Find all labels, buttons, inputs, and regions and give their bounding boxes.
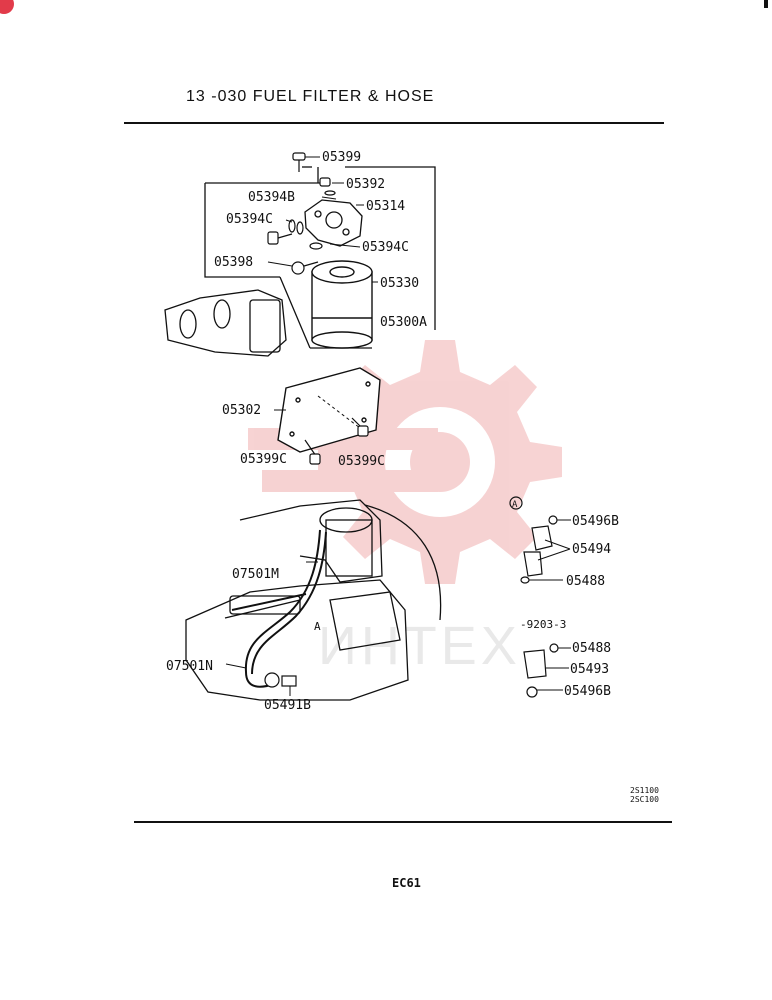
label-05493: 05493 — [570, 662, 609, 677]
label-07501m: 07501M — [232, 567, 279, 582]
label-05300a: 05300A — [380, 315, 427, 330]
plug-05392-icon — [319, 177, 336, 196]
filter-head-05314-icon — [304, 199, 363, 247]
label-05494: 05494 — [572, 542, 611, 557]
footer-page-code: EC61 — [392, 876, 421, 890]
label-05302: 05302 — [222, 403, 261, 418]
label-05330: 05330 — [380, 276, 419, 291]
label-05488-bottom: 05488 — [572, 641, 611, 656]
corner-badge-icon — [0, 0, 14, 14]
corner-mark — [764, 0, 768, 8]
page-title: 13 -030 FUEL FILTER & HOSE — [186, 88, 435, 105]
label-05394c-top: 05394C — [226, 212, 273, 227]
engine-manifold-icon — [164, 289, 287, 357]
washers-05394c-icon — [288, 219, 323, 250]
bracket-plate-05302-icon — [277, 367, 381, 453]
label-05394c-right: 05394C — [362, 240, 409, 255]
bolt-05399-icon — [292, 152, 306, 172]
header-rule — [124, 122, 664, 124]
label-detail-a-engine: A — [314, 620, 321, 633]
label-serial: -9203-3 — [520, 618, 566, 631]
label-07501n: 07501N — [166, 659, 213, 674]
bolt-05399c-right-icon — [351, 417, 369, 437]
label-05488-top: 05488 — [566, 574, 605, 589]
fuel-hoses-icon — [231, 529, 327, 688]
engine-lower-icon — [185, 499, 442, 701]
label-05496b-top: 05496B — [572, 514, 619, 529]
bolt-05399c-left-icon — [304, 439, 321, 465]
watermark-text: ИНТЕХ — [318, 616, 521, 676]
label-05398: 05398 — [214, 255, 253, 270]
footer-rule — [134, 821, 672, 823]
label-05491b: 05491B — [264, 698, 311, 713]
eye-bolt-icon — [267, 231, 293, 245]
watermark-gear-icon — [248, 340, 562, 584]
corner-code-2: 2SC100 — [630, 795, 659, 804]
detail-a-bottom-group — [523, 643, 559, 698]
corner-code-1: 2S1100 — [630, 786, 659, 795]
label-05496b-bottom: 05496B — [564, 684, 611, 699]
label-05399c-left: 05399C — [240, 452, 287, 467]
label-detail-a-top: A — [512, 500, 518, 510]
label-05399c-right: 05399C — [338, 454, 385, 469]
drain-plug-05398-icon — [291, 261, 319, 275]
fitting-05491b-icon — [264, 672, 297, 688]
filter-cartridge-05330-icon — [311, 260, 373, 349]
label-05314: 05314 — [366, 199, 405, 214]
label-05399: 05399 — [322, 150, 361, 165]
detail-a-top-group — [509, 496, 558, 584]
label-05392: 05392 — [346, 177, 385, 192]
label-05394b: 05394B — [248, 190, 295, 205]
